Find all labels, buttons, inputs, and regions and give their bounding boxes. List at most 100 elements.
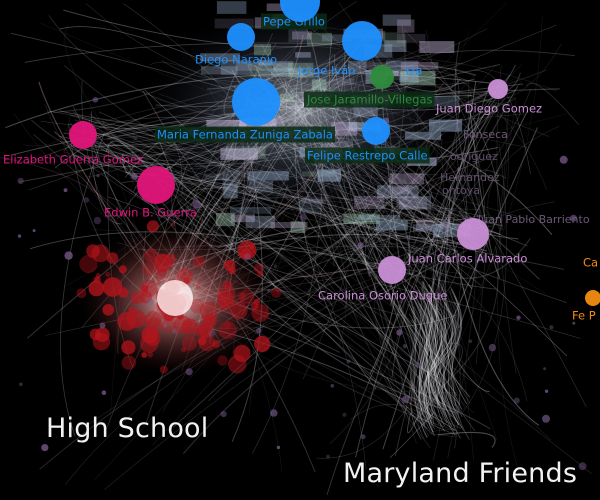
minor-node: [181, 318, 199, 335]
edge: [73, 154, 166, 168]
node-diego-naranjo[interactable]: [227, 23, 255, 51]
edge: [456, 127, 469, 224]
edge: [410, 304, 440, 413]
edge: [435, 210, 480, 256]
minor-node: [542, 414, 550, 423]
minor-node: [76, 288, 87, 299]
minor-node: [164, 253, 176, 265]
minor-node: [267, 289, 271, 293]
edge: [496, 65, 517, 374]
minor-node: [270, 222, 308, 228]
node-fe-p[interactable]: [585, 290, 600, 306]
edge: [422, 300, 455, 419]
label-edwin-b-guerra: Edwin B. Guerra: [104, 206, 197, 220]
minor-node: [79, 254, 98, 274]
minor-node: [185, 368, 193, 376]
minor-node: [217, 355, 228, 366]
minor-node: [348, 60, 367, 73]
node-felipe-restrepo-calle[interactable]: [362, 117, 390, 145]
minor-node: [161, 318, 176, 333]
minor-node: [307, 32, 332, 46]
label-maria-fernanda-zuniga-zabala: Maria Fernanda Zuniga Zabala: [157, 128, 333, 142]
edge: [428, 300, 468, 405]
minor-node: [397, 19, 415, 33]
edge: [412, 292, 441, 403]
label-felipe-restrepo-calle: Felipe Restrepo Calle: [307, 149, 428, 163]
edge: [497, 99, 521, 477]
edge: [429, 299, 448, 410]
minor-node: [88, 280, 105, 297]
edge: [442, 309, 460, 420]
edge: [416, 290, 434, 425]
minor-node: [134, 137, 138, 141]
minor-node: [230, 207, 271, 214]
node-elizabeth-guerra-gomez[interactable]: [69, 121, 97, 149]
minor-node: [224, 322, 232, 330]
node-juan-carlos-alvarado[interactable]: [457, 218, 489, 250]
minor-node: [543, 367, 547, 371]
minor-node: [245, 215, 275, 229]
edge: [348, 183, 433, 422]
edge: [419, 281, 433, 406]
edge: [416, 288, 430, 436]
edge: [436, 308, 470, 440]
edge: [60, 132, 105, 437]
minor-node: [181, 335, 197, 351]
label-elizabeth-guerra-gomez: Elizabeth Guerra Gomez: [3, 153, 143, 167]
minor-node: [326, 454, 330, 459]
edge: [412, 319, 445, 432]
edge: [410, 291, 432, 422]
minor-node: [419, 41, 455, 53]
minor-node: [457, 167, 461, 171]
edge: [441, 298, 453, 428]
edge: [431, 81, 522, 361]
node-label-layer: Pepe Grillo Diego Naranjo Jorge Iván Iza…: [3, 15, 598, 323]
minor-node: [99, 322, 106, 329]
minor-node: [228, 266, 236, 275]
minor-node: [559, 155, 568, 164]
node-jose-jaramillo-villegas[interactable]: [370, 65, 394, 89]
edge: [410, 319, 433, 429]
edge: [172, 74, 510, 428]
edge: [345, 230, 382, 268]
minor-node: [549, 325, 554, 330]
minor-node: [396, 197, 428, 210]
node-edwin-b-guerra[interactable]: [137, 166, 175, 204]
edge: [23, 116, 71, 147]
minor-node: [193, 323, 207, 337]
minor-node: [358, 215, 400, 221]
minor-node: [159, 365, 168, 374]
minor-node: [299, 213, 307, 222]
minor-node: [396, 329, 403, 336]
edge: [397, 304, 456, 436]
minor-node: [83, 197, 90, 203]
node-pepe-grillo[interactable]: [280, 0, 320, 22]
minor-node: [400, 62, 439, 70]
edge: [391, 102, 499, 378]
edge: [389, 412, 435, 459]
edge: [412, 238, 531, 279]
edge: [391, 109, 494, 233]
minor-node: [217, 290, 235, 309]
minor-node: [195, 284, 201, 289]
minor-node: [578, 462, 587, 471]
minor-node: [258, 59, 274, 66]
minor-node: [292, 31, 312, 40]
minor-node: [400, 71, 436, 86]
minor-node: [236, 291, 246, 301]
edge: [421, 281, 446, 403]
minor-node: [342, 412, 347, 417]
edge: [145, 159, 592, 475]
edge: [447, 88, 480, 458]
node-juan-diego-gomez[interactable]: [488, 79, 508, 99]
minor-node: [253, 298, 260, 306]
label-jorge-ivan: Jorge Iván: [297, 64, 356, 78]
node-jorge-ivan[interactable]: [342, 21, 382, 61]
minor-node: [117, 311, 137, 331]
minor-node: [93, 276, 101, 284]
minor-node: [101, 390, 107, 396]
node-maria-fernanda-zuniga-zabala[interactable]: [232, 78, 280, 126]
node-carolina-osorio-duque[interactable]: [378, 256, 406, 284]
minor-node: [295, 52, 311, 58]
